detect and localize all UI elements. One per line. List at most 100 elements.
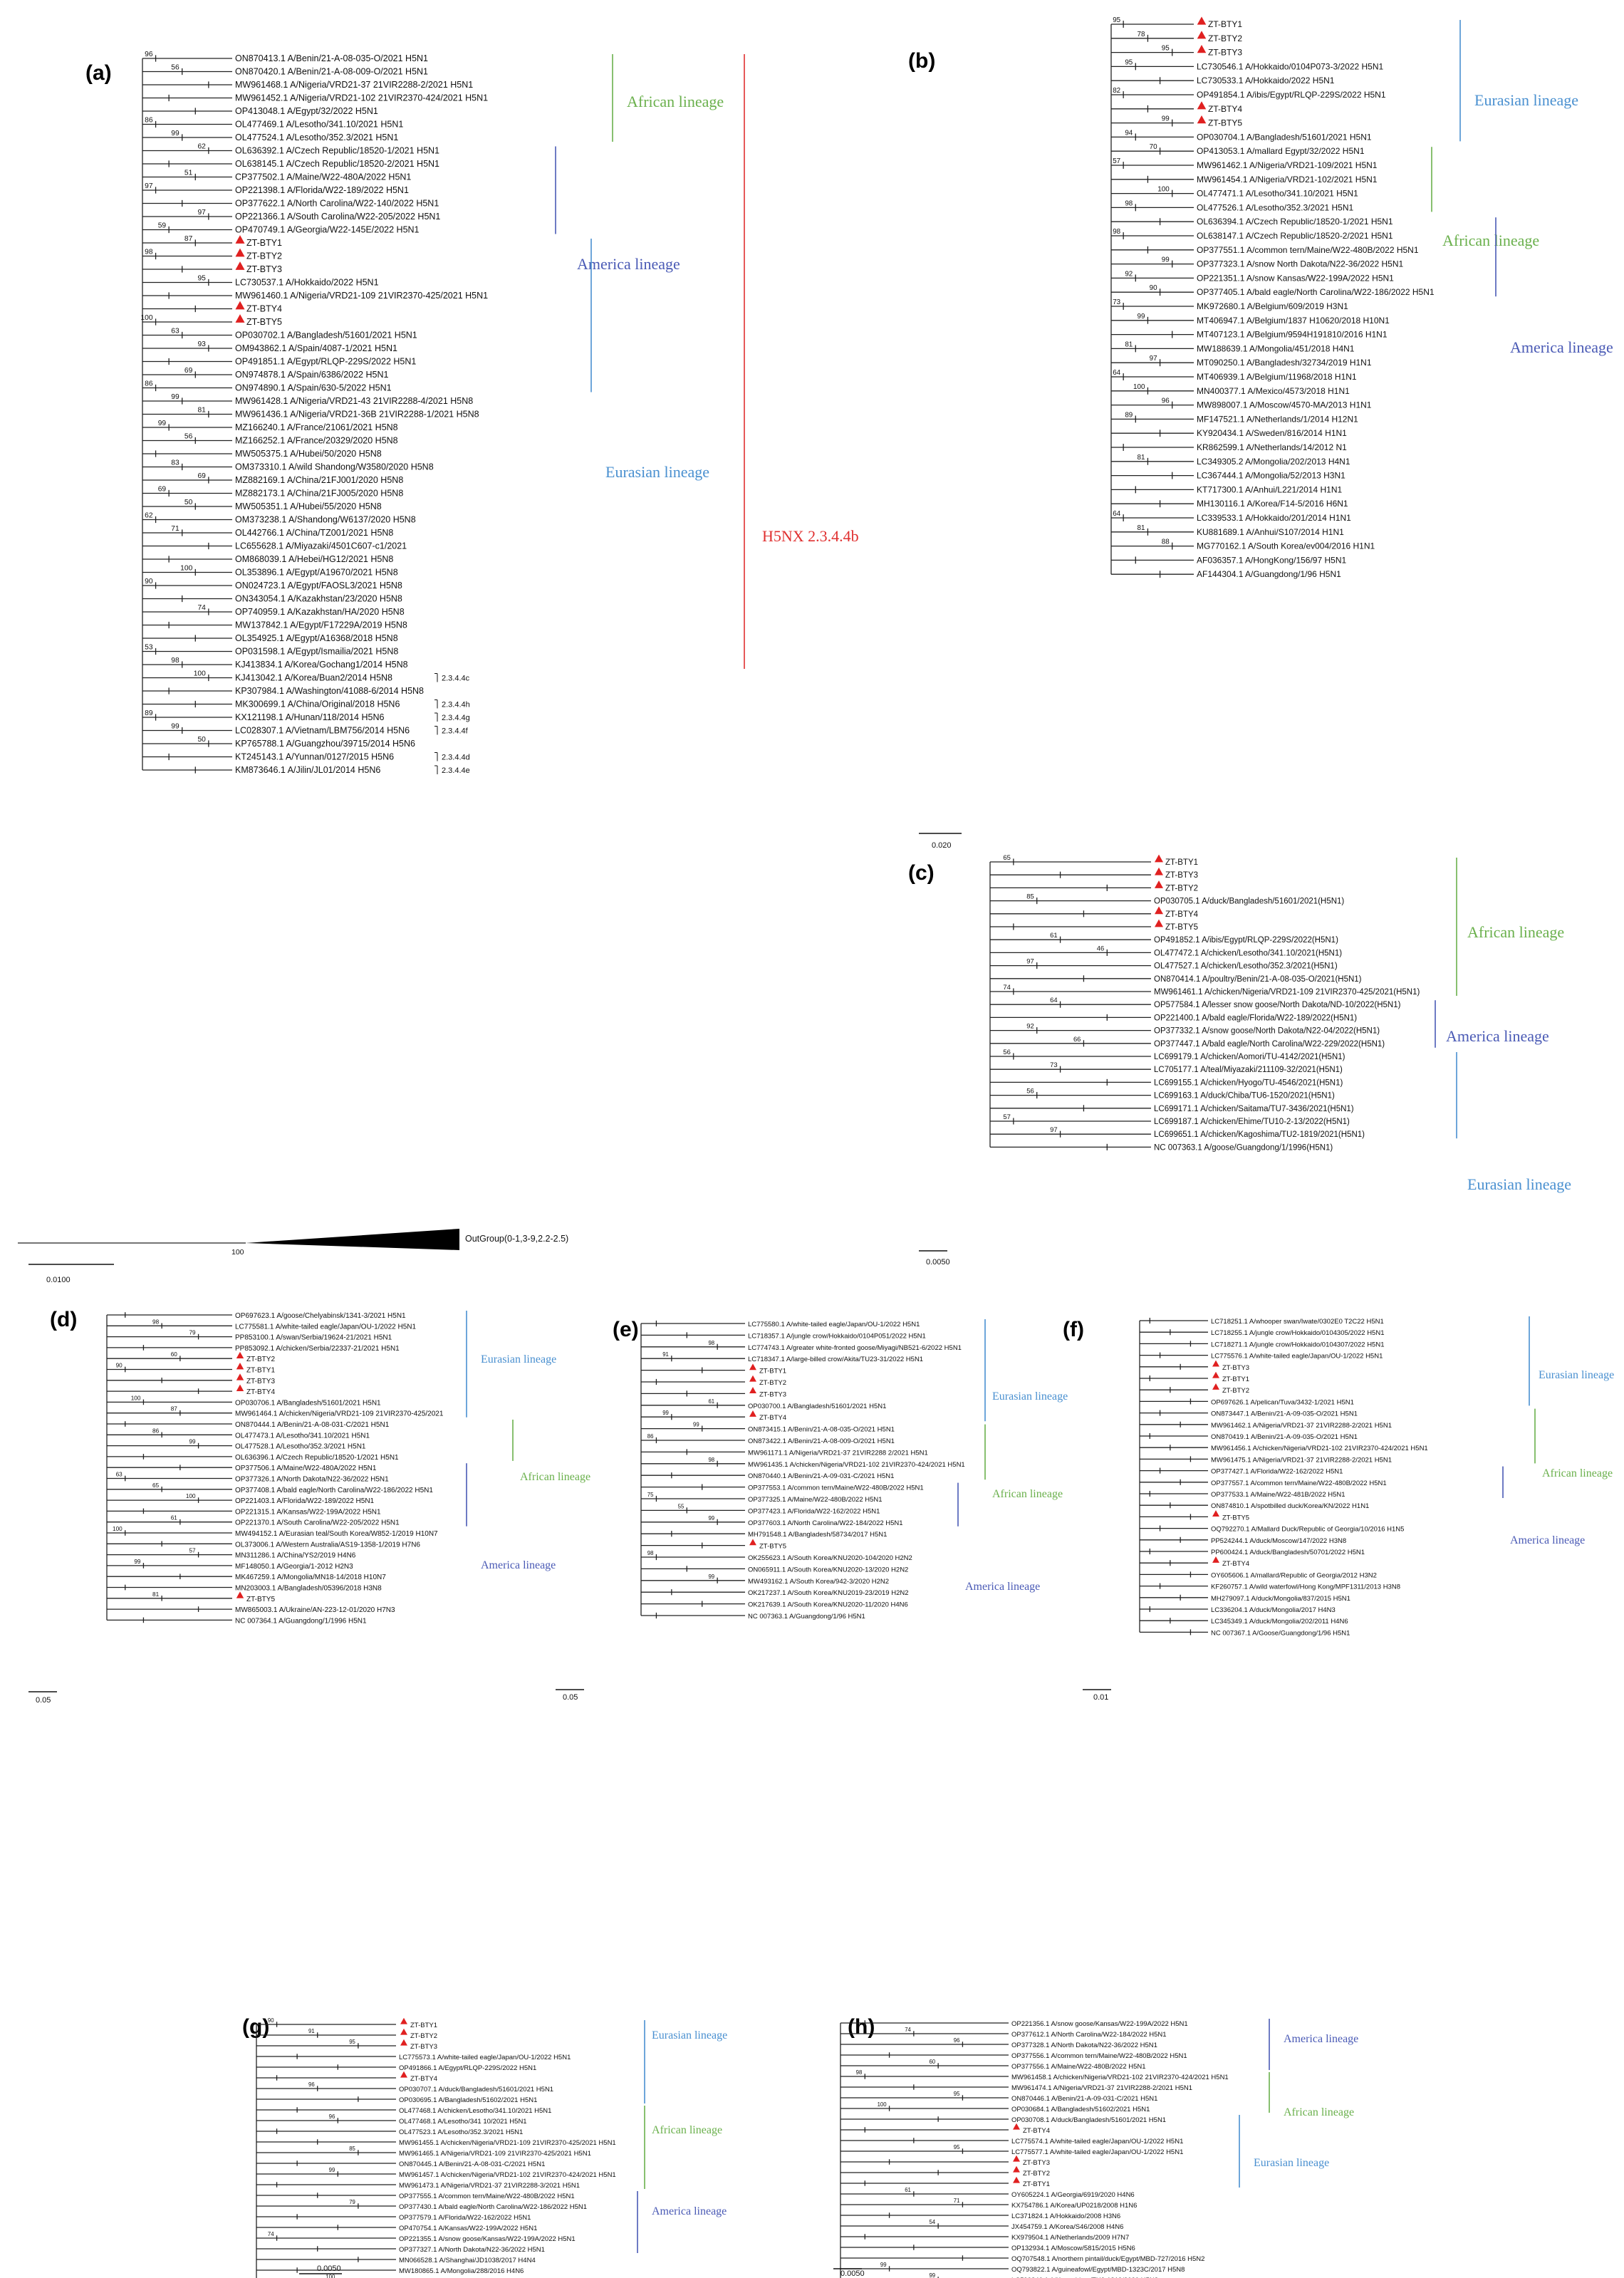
bootstrap-value: 99 bbox=[171, 723, 179, 731]
taxon-label: OP377430.1 A/bald eagle/North Carolina/W… bbox=[399, 2203, 587, 2211]
taxon-label: OP413048.1 A/Egypt/32/2022 H5N1 bbox=[235, 106, 378, 116]
taxon-label: OP377603.1 A/North Carolina/W22-184/2022… bbox=[748, 1519, 903, 1527]
taxon-label: MZ166252.1 A/France/20329/2020 H5N8 bbox=[235, 436, 398, 446]
taxon-label: MW961456.1 A/chicken/Nigeria/VRD21-102 2… bbox=[1211, 1445, 1428, 1452]
bootstrap-value: 97 bbox=[145, 182, 153, 190]
taxon-label: KR862599.1 A/Netherlands/14/2012 N1 bbox=[1197, 442, 1347, 452]
sample-taxon-label: ZT-BTY5 bbox=[1165, 923, 1198, 932]
clade-label-african: African lineage bbox=[652, 2124, 722, 2136]
panel-label: (h) bbox=[848, 2015, 875, 2039]
taxon-label: ON065911.1 A/South Korea/KNU2020-13/2020… bbox=[748, 1566, 908, 1574]
subclade-label: 2.3.4.4f bbox=[442, 727, 469, 736]
taxon-label: OL636394.1 A/Czech Republic/18520-1/2021… bbox=[1197, 217, 1393, 227]
scale-bar-label: 0.0050 bbox=[840, 2269, 865, 2278]
clade-label-eurasian: Eurasian lineage bbox=[1474, 91, 1578, 109]
scale-bar-label: 0.0050 bbox=[317, 2264, 341, 2273]
bootstrap-value: 57 bbox=[1003, 1113, 1010, 1120]
red-triangle-icon bbox=[749, 1410, 756, 1417]
taxon-label: MN203003.1 A/Bangladesh/05396/2018 H3N8 bbox=[235, 1585, 382, 1593]
taxon-label: MW961435.1 A/chicken/Nigeria/VRD21-102 2… bbox=[748, 1461, 965, 1469]
bootstrap-value: 81 bbox=[1137, 454, 1145, 462]
bootstrap-value: 60 bbox=[171, 1351, 178, 1358]
clade-label-african: African lineage bbox=[992, 1488, 1063, 1500]
bootstrap-value: 90 bbox=[1150, 284, 1157, 292]
bootstrap-value: 89 bbox=[1125, 411, 1133, 419]
taxon-label: CP377502.1 A/Maine/W22-480A/2022 H5N1 bbox=[235, 172, 411, 182]
red-triangle-icon bbox=[400, 2071, 407, 2078]
subclade-label: 2.3.4.4e bbox=[442, 766, 470, 775]
clade-label-african: African lineage bbox=[520, 1471, 590, 1483]
bootstrap-value: 98 bbox=[708, 1457, 714, 1463]
taxon-label: LC718251.1 A/whooper swan/Iwate/0302E0 T… bbox=[1211, 1318, 1384, 1326]
bootstrap-value: 56 bbox=[184, 433, 193, 441]
bootstrap-value: 71 bbox=[954, 2198, 960, 2204]
red-triangle-icon bbox=[1013, 2123, 1020, 2130]
bootstrap-value: 69 bbox=[197, 472, 206, 480]
taxon-label: OM943862.1 A/Spain/4087-1/2021 H5N1 bbox=[235, 343, 397, 353]
taxon-label: LC775581.1 A/white-tailed eagle/Japan/OU… bbox=[235, 1323, 416, 1331]
red-triangle-icon bbox=[1013, 2155, 1020, 2162]
taxon-label: OM373310.1 A/wild Shandong/W3580/2020 H5… bbox=[235, 462, 434, 472]
taxon-label: OP030708.1 A/duck/Bangladesh/51601/2021 … bbox=[1011, 2116, 1166, 2124]
taxon-label: ON870420.1 A/Benin/21-A-08-009-O/2021 H5… bbox=[235, 67, 428, 77]
red-triangle-icon bbox=[749, 1363, 756, 1371]
sample-taxon-label: ZT-BTY4 bbox=[759, 1414, 786, 1422]
red-triangle-icon bbox=[1154, 880, 1164, 888]
taxon-label: OL442766.1 A/China/TZ001/2021 H5N8 bbox=[235, 528, 393, 538]
scale-bar-label: 0.05 bbox=[563, 1693, 578, 1702]
taxon-label: OK217237.1 A/South Korea/KNU2019-23/2019… bbox=[748, 1589, 909, 1597]
taxon-label: OP030702.1 A/Bangladesh/51601/2021 H5N1 bbox=[235, 331, 417, 340]
taxon-label: KT717300.1 A/Anhui/L221/2014 H1N1 bbox=[1197, 484, 1342, 494]
red-triangle-icon bbox=[1212, 1383, 1219, 1390]
taxon-label: MW961455.1 A/chicken/Nigeria/VRD21-109 2… bbox=[399, 2139, 616, 2147]
taxon-label: OP377447.1 A/bald eagle/North Carolina/W… bbox=[1154, 1040, 1385, 1049]
taxon-label: ON873415.1 A/Benin/21-A-08-035-O/2021 H5… bbox=[748, 1426, 895, 1434]
bootstrap-value: 50 bbox=[197, 736, 206, 744]
sample-taxon-label: ZT-BTY4 bbox=[1165, 910, 1199, 919]
red-triangle-icon bbox=[236, 1591, 244, 1598]
taxon-label: ON870440.1 A/Benin/21-A-09-031-C/2021 H5… bbox=[748, 1472, 894, 1480]
taxon-label: ON974878.1 A/Spain/6386/2022 H5N1 bbox=[235, 370, 388, 380]
taxon-label: OQ707548.1 A/northern pintail/duck/Egypt… bbox=[1011, 2255, 1204, 2263]
taxon-label: OP221351.1 A/snow Kansas/W22-199A/2022 H… bbox=[1197, 273, 1394, 283]
taxon-label: OP377579.1 A/Florida/W22-162/2022 H5N1 bbox=[399, 2214, 531, 2222]
taxon-label: KJ413834.1 A/Korea/Gochang1/2014 H5N8 bbox=[235, 660, 408, 670]
taxon-label: MW180865.1 A/Mongolia/288/2016 H4N6 bbox=[399, 2267, 524, 2275]
sample-taxon-label: ZT-BTY3 bbox=[246, 1378, 275, 1385]
taxon-label: MK300699.1 A/China/Original/2018 H5N6 bbox=[235, 699, 400, 709]
bootstrap-value: 73 bbox=[1113, 298, 1120, 306]
bootstrap-value: 56 bbox=[1003, 1048, 1010, 1056]
taxon-label: OL477526.1 A/Lesotho/352.3/2021 H5N1 bbox=[1197, 202, 1354, 212]
taxon-label: OP377533.1 A/Maine/W22-481B/2022 H5N1 bbox=[1211, 1491, 1345, 1499]
taxon-label: LC028307.1 A/Vietnam/LBM756/2014 H5N6 bbox=[235, 726, 410, 736]
taxon-label: OL477471.1 A/Lesotho/341.10/2021 H5N1 bbox=[1197, 189, 1358, 199]
taxon-label: LC730537.1 A/Hokkaido/2022 H5N1 bbox=[235, 278, 379, 288]
taxon-label: OL477473.1 A/Lesotho/341.10/2021 H5N1 bbox=[235, 1432, 370, 1440]
bootstrap-value: 100 bbox=[180, 565, 192, 573]
taxon-label: OP221355.1 A/snow goose/Kansas/W22-199A/… bbox=[399, 2235, 576, 2243]
taxon-label: OP377323.1 A/snow North Dakota/N22-36/20… bbox=[1197, 259, 1404, 269]
taxon-label: LC349305.2 A/Mongolia/202/2013 H4N1 bbox=[1197, 457, 1350, 467]
taxon-label: OP030707.1 A/duck/Bangladesh/51601/2021 … bbox=[399, 2086, 553, 2094]
sample-taxon-label: ZT-BTY1 bbox=[759, 1368, 786, 1375]
taxon-label: OL636392.1 A/Czech Republic/18520-1/2021… bbox=[235, 146, 439, 156]
panel-label: (a) bbox=[85, 61, 112, 85]
taxon-label: KP307984.1 A/Washington/41088-6/2014 H5N… bbox=[235, 686, 424, 696]
bootstrap-value: 98 bbox=[1113, 228, 1120, 236]
taxon-label: OP377327.1 A/North Dakota/N22-36/2022 H5… bbox=[399, 2246, 545, 2254]
bootstrap-value: 100 bbox=[1157, 186, 1170, 194]
sample-taxon-label: ZT-BTY3 bbox=[246, 264, 282, 274]
taxon-label: OP030704.1 A/Bangladesh/51601/2021 H5N1 bbox=[1197, 132, 1372, 142]
taxon-label: MW505351.1 A/Hubei/55/2020 H5N8 bbox=[235, 501, 382, 511]
bootstrap-value: 93 bbox=[197, 340, 206, 348]
taxon-label: MW961454.1 A/Nigeria/VRD21-102/2021 H5N1 bbox=[1197, 175, 1378, 184]
sample-taxon-label: ZT-BTY4 bbox=[1222, 1560, 1249, 1568]
taxon-label: OM373238.1 A/Shandong/W6137/2020 H5N8 bbox=[235, 515, 416, 525]
taxon-label: LC718357.1 A/jungle crow/Hokkaido/0104P0… bbox=[748, 1332, 926, 1340]
bootstrap-value: 61 bbox=[905, 2187, 911, 2193]
taxon-label: OP413053.1 A/mallard Egypt/32/2022 H5N1 bbox=[1197, 146, 1365, 156]
panel-label: (d) bbox=[50, 1308, 77, 1331]
taxon-label: OQ792270.1 A/Mallard Duck/Republic of Ge… bbox=[1211, 1526, 1404, 1534]
taxon-label: LC775580.1 A/white-tailed eagle/Japan/OU… bbox=[748, 1321, 920, 1328]
red-triangle-icon bbox=[400, 2028, 407, 2035]
